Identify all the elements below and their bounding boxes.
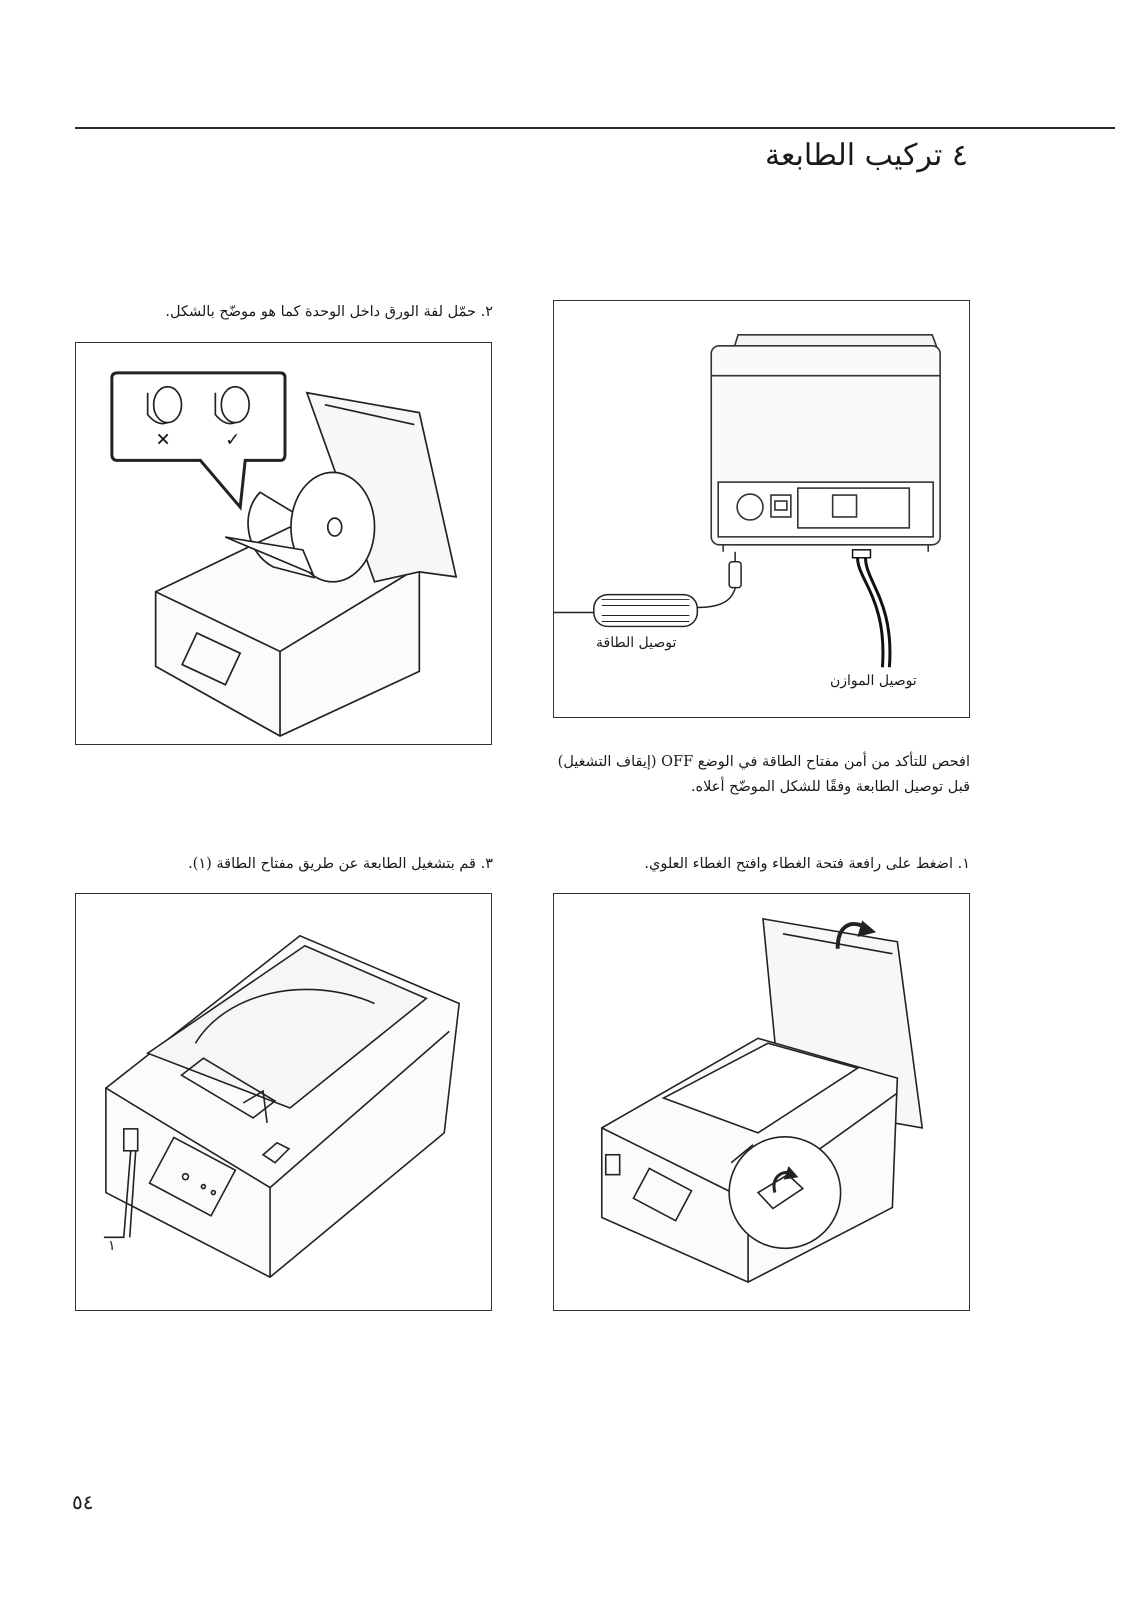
- printer-closed-illustration: [103, 934, 461, 1279]
- power-switch-callout: ١: [108, 1238, 116, 1254]
- power-supply-label: توصيل الطاقة: [596, 635, 677, 651]
- step1-caption: ١. اضغط على رافعة فتحة الغطاء وافتح الغط…: [644, 856, 970, 872]
- page-title: ٤ تركيب الطابعة: [764, 138, 968, 173]
- printer-open-cover-illustration: [600, 917, 924, 1284]
- page-number: ٥٤: [72, 1490, 94, 1514]
- svg-text:✓: ✓: [225, 429, 240, 450]
- svg-text:✕: ✕: [156, 429, 171, 450]
- power-caption-line1: افحص للتأكد من أمن مفتاح الطاقة في الوضع…: [557, 754, 970, 770]
- printer-rear-illustration: [554, 334, 941, 668]
- power-caption-line2: قبل توصيل الطابعة وفقًا للشكل الموضّح أع…: [690, 779, 970, 795]
- paper-roll-illustration: ✕ ✓: [110, 371, 458, 737]
- step3-caption: ٣. قم بتشغيل الطابعة عن طريق مفتاح الطاق…: [188, 856, 493, 872]
- paper-roll-figure: ✕ ✓: [75, 342, 492, 745]
- open-cover-figure: [553, 893, 970, 1311]
- step2-caption: ٢. حمّل لفة الورق داخل الوحدة كما هو موض…: [165, 304, 493, 320]
- header-rule: [75, 127, 1115, 129]
- power-connection-figure: توصيل الطاقة توصيل الموازن: [553, 300, 970, 718]
- power-switch-figure: ١: [75, 893, 492, 1311]
- interface-connection-label: توصيل الموازن: [830, 673, 917, 689]
